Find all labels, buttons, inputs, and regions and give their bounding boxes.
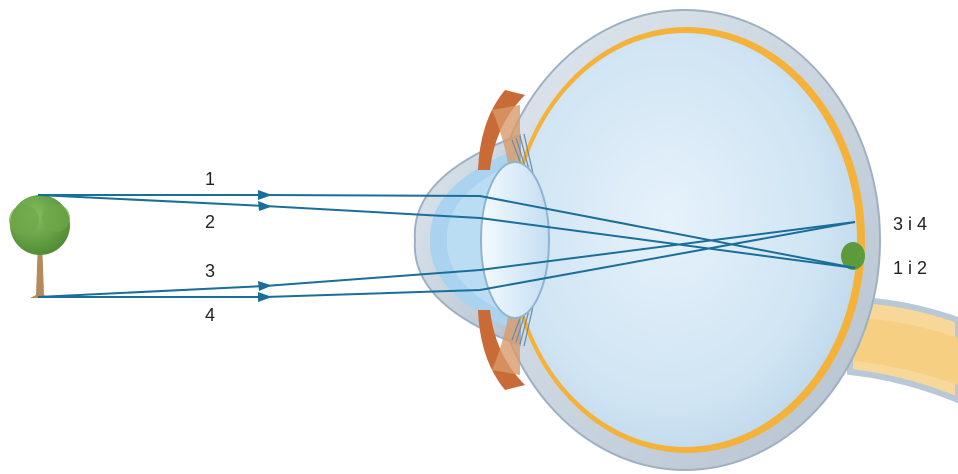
arrow-icon [258,281,272,291]
image-label-bottom: 1 i 2 [893,258,927,278]
arrow-icon [258,201,272,211]
ray-arrows [258,190,272,302]
ray-label-4: 4 [205,305,215,325]
arrow-icon [258,292,272,302]
tree-object [9,195,70,298]
ray-label-3: 3 [205,261,215,281]
image-label-top: 3 i 4 [893,214,927,234]
ray-label-1: 1 [205,169,215,189]
ray-label-2: 2 [205,212,215,232]
arrow-icon [258,190,272,200]
lens [481,162,549,318]
